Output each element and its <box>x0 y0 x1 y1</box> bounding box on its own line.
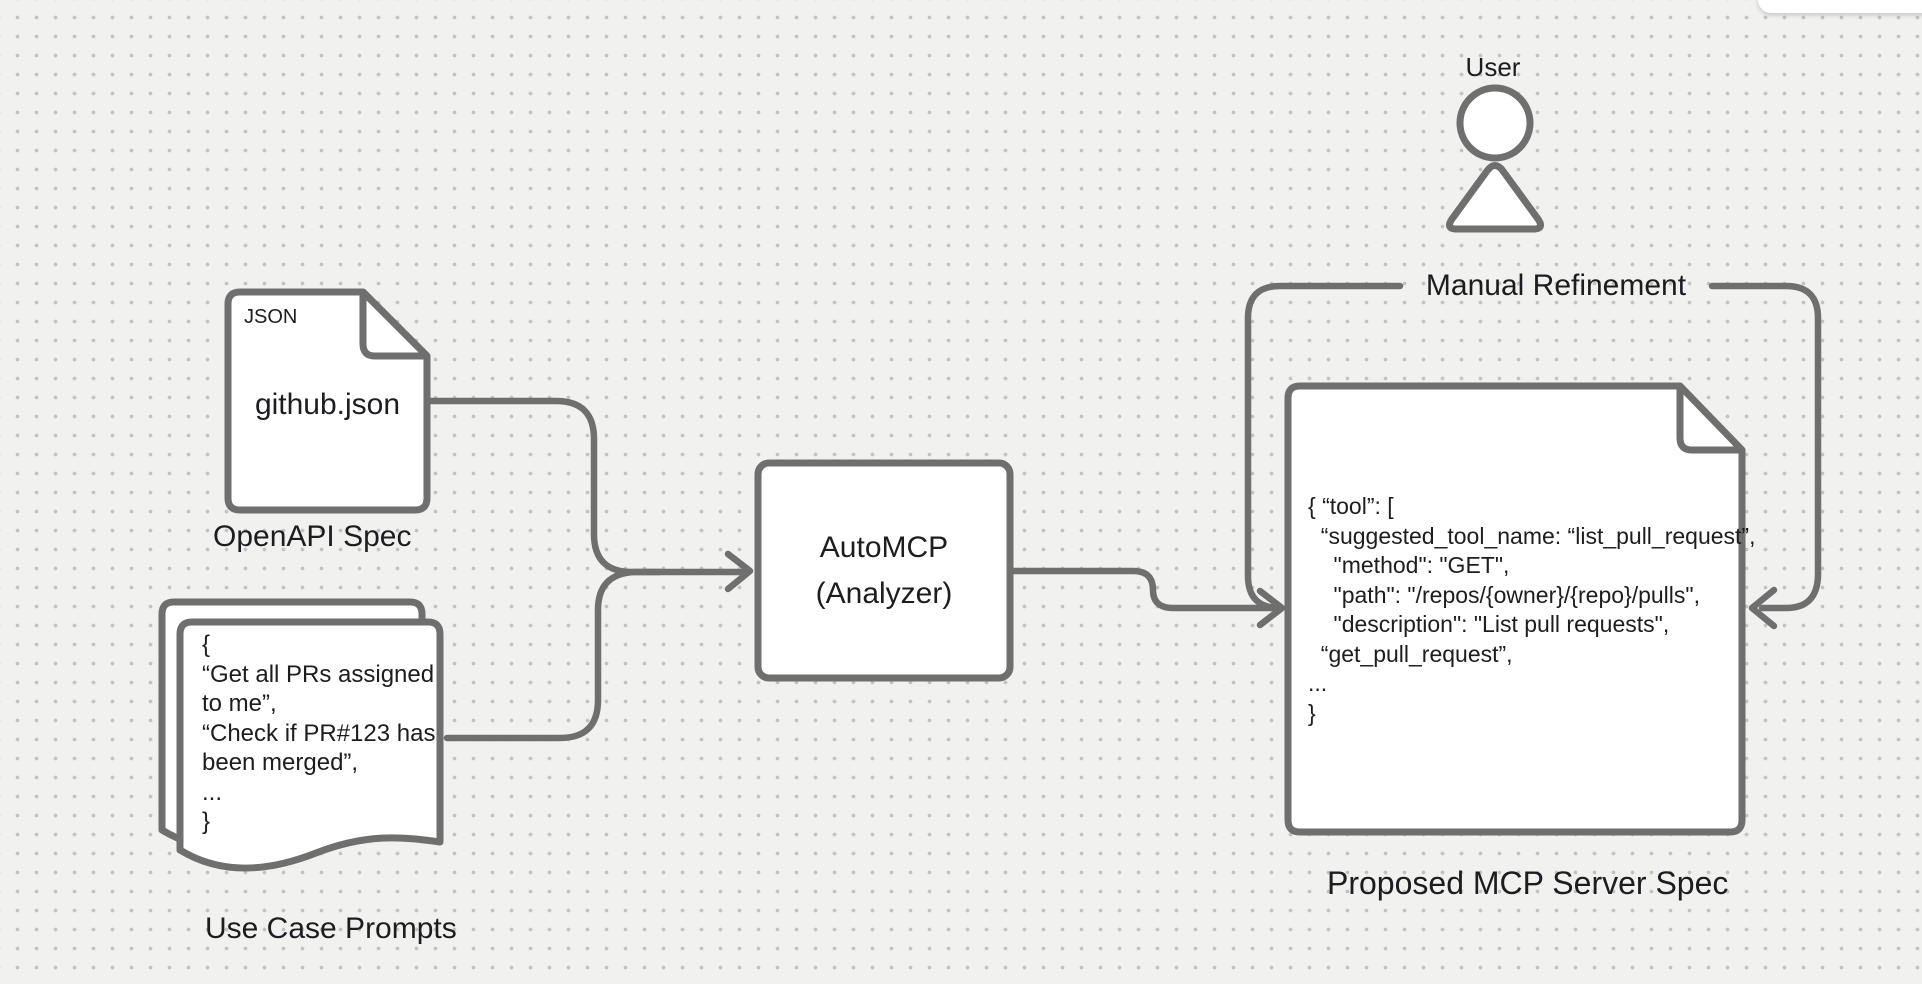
top-right-panel <box>1758 0 1922 13</box>
arrowhead-into-automcp <box>724 550 754 593</box>
use-case-doc-text: { “Get all PRs assigned to me”, “Check i… <box>202 631 436 835</box>
use-case-doc-shape[interactable] <box>158 598 444 872</box>
user-label: User <box>1465 52 1521 82</box>
openapi-doc-shape[interactable] <box>224 288 431 514</box>
openapi-doc-caption: OpenAPI Spec <box>213 520 412 553</box>
user-head <box>1456 84 1534 162</box>
openapi-doc-badge: JSON <box>244 306 298 328</box>
loop-left-branch <box>1244 282 1404 612</box>
connector-openapi-to-automcp[interactable] <box>426 397 749 576</box>
manual-refinement-loop[interactable] <box>1244 282 1822 630</box>
connector-automcp-to-spec[interactable] <box>1006 567 1286 629</box>
user-body <box>1445 162 1545 233</box>
use-case-doc-caption: Use Case Prompts <box>205 912 457 945</box>
mcp-spec-doc-text: { “tool”: [ “suggested_tool_name: “list_… <box>1308 493 1756 726</box>
user-figure[interactable] <box>1445 84 1545 233</box>
front-sheet <box>176 618 444 872</box>
automcp-box-label: AutoMCP (Analyzer) <box>815 530 953 610</box>
mcp-spec-doc-caption: Proposed MCP Server Spec <box>1327 865 1729 901</box>
openapi-doc-filename: github.json <box>254 388 401 421</box>
folded-corner <box>1676 382 1746 454</box>
loop-right-branch <box>1708 282 1822 612</box>
folded-corner <box>359 288 431 360</box>
arrowhead-into-spec-right <box>1748 586 1778 630</box>
manual-refinement-label: Manual Refinement <box>1425 269 1687 302</box>
connector-usecase-to-automcp[interactable] <box>443 568 664 742</box>
mcp-spec-doc-shape[interactable] <box>1284 382 1746 836</box>
